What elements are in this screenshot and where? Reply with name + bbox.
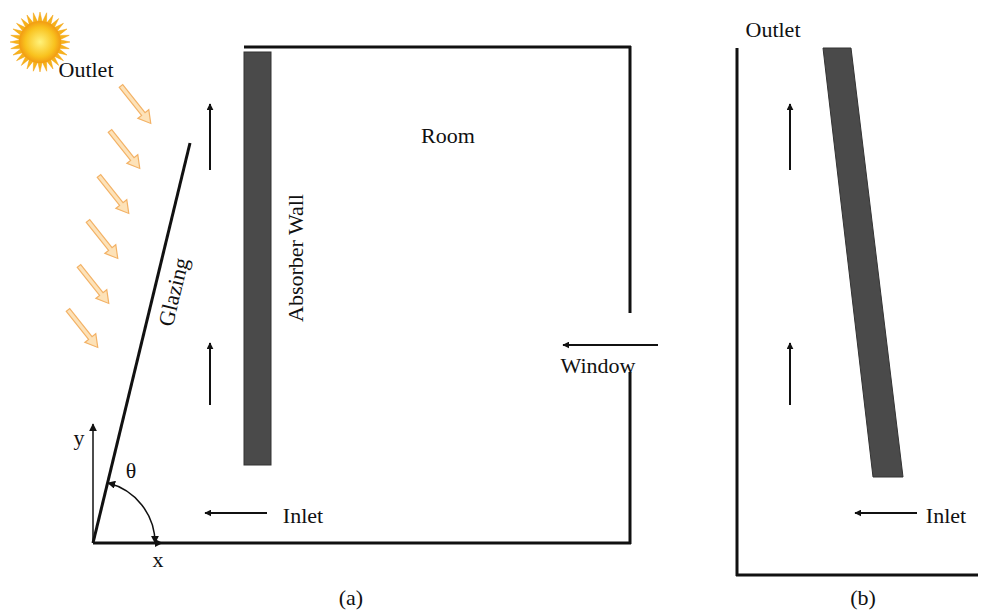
solar-ray-arrow [97,175,128,214]
room-label: Room [421,125,475,147]
axis-label: y [74,427,85,449]
inlet-label: Inlet [926,505,966,527]
tilted-absorber-wall [823,48,903,477]
room-outline [93,46,631,544]
flow-arrows [205,104,658,513]
panel-label: (b) [850,587,876,609]
outlet-label: Outlet [59,59,114,81]
absorber-wall [244,52,271,465]
sun-disc [19,21,61,63]
solar-ray-arrow [86,220,117,259]
solar-ray-arrow [66,309,97,348]
glazing-line [93,143,190,543]
channel-outline [736,48,978,576]
solar-ray-arrow [119,85,150,124]
absorber-wall-label: Absorber Wall [285,194,307,322]
panel-label: (a) [339,587,363,609]
axis-label: x [153,549,164,571]
axes [93,424,162,543]
inlet-label: Inlet [283,505,323,527]
solar-ray-arrow [108,130,139,169]
flow-arrows [790,104,917,513]
solar-rays [66,85,150,348]
angle-symbol: θ [126,460,137,482]
window-label: Window [561,355,636,377]
outlet-label: Outlet [746,19,801,41]
solar-ray-arrow [77,265,108,304]
